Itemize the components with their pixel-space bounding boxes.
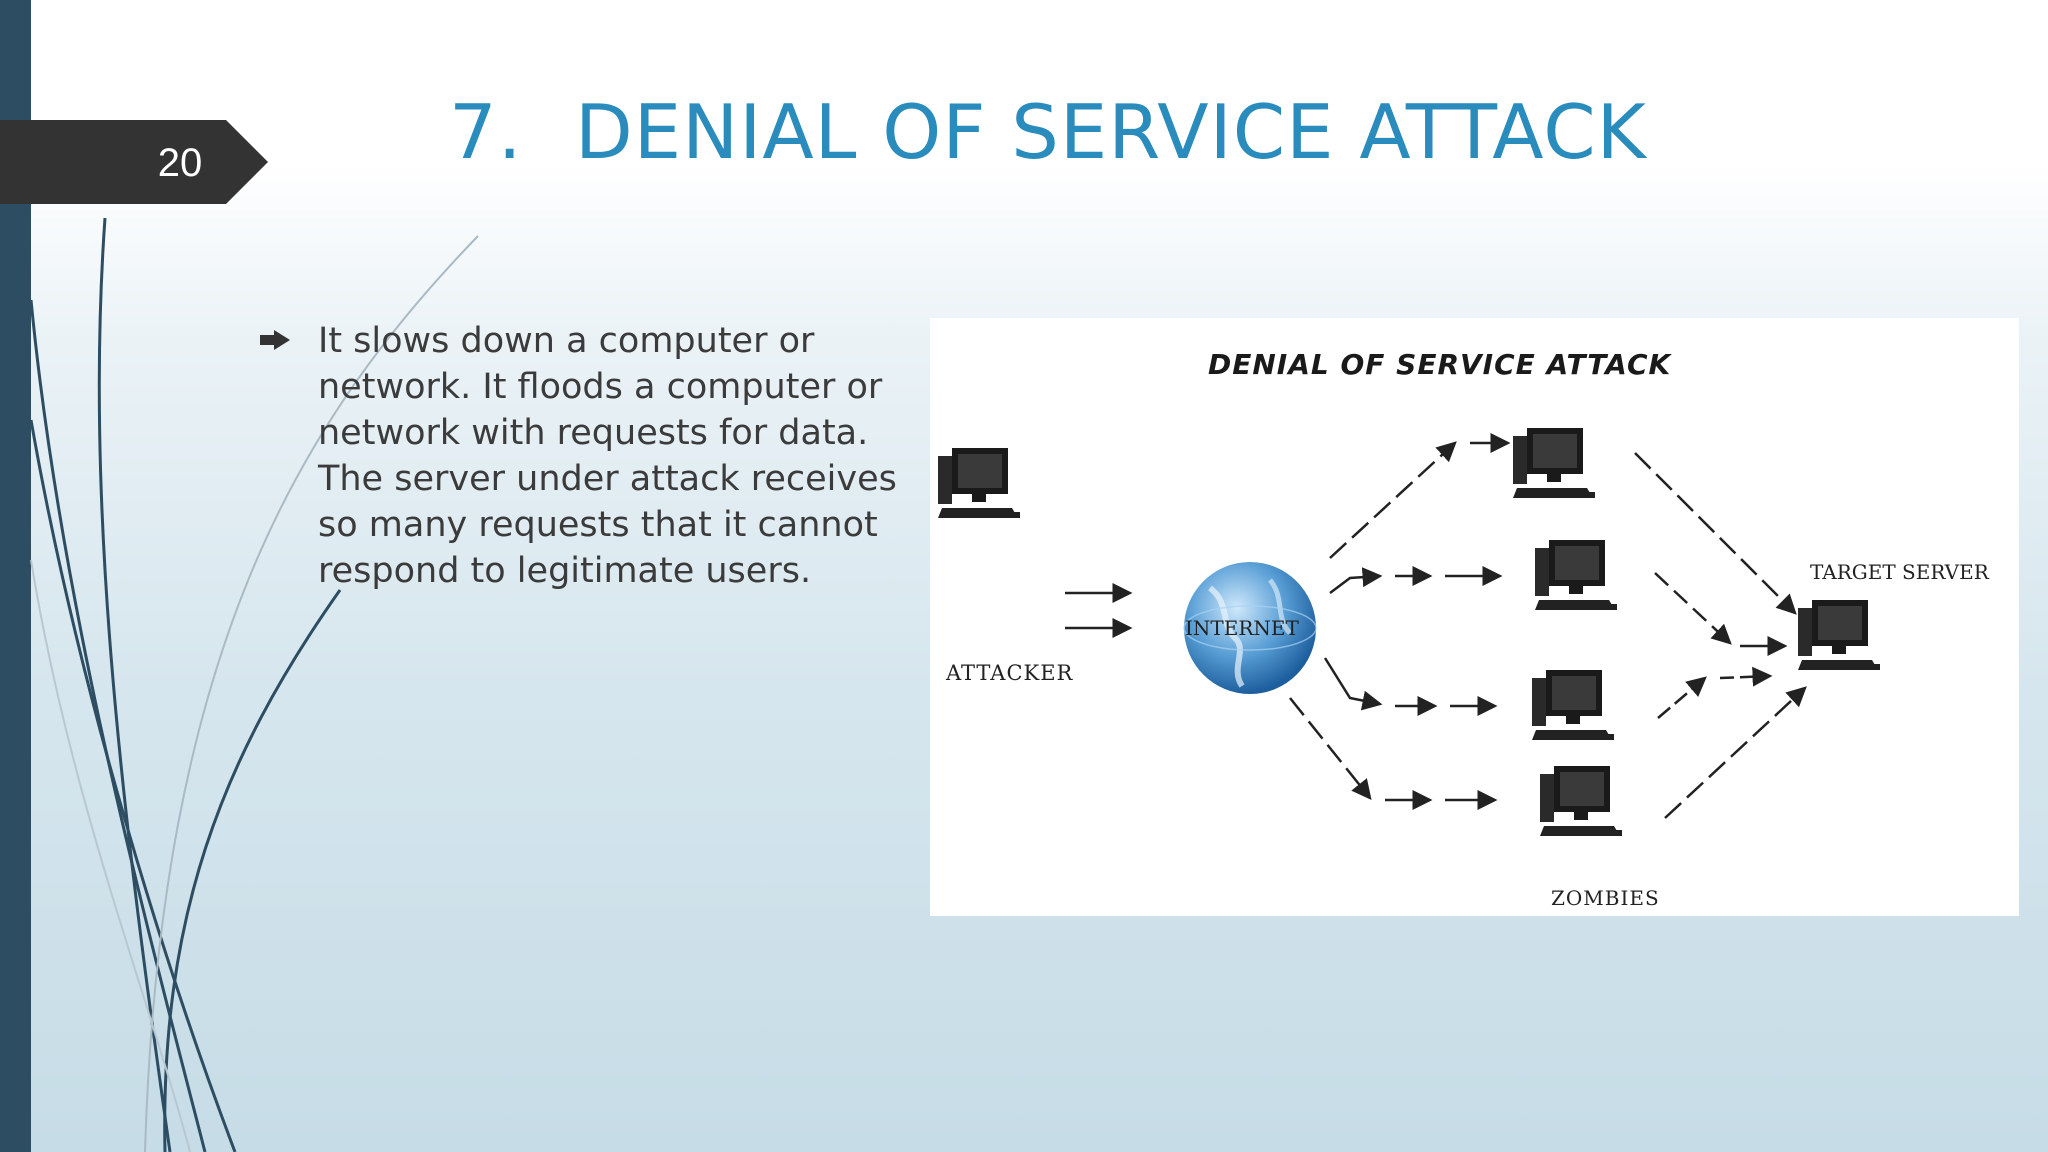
bullet-text: It slows down a computer or network. It … [318,321,897,591]
target-server-icon [1798,600,1880,670]
target-server-label: TARGET SERVER [1810,560,1989,584]
globe-icon [1183,562,1317,694]
arrow-icon [1065,433,1807,819]
internet-label: INTERNET [1185,616,1299,640]
zombie-computer-icon [1513,428,1595,498]
slide-number: 20 [157,141,203,185]
title-text: DENIAL OF SERVICE ATTACK [575,88,1647,176]
zombie-computer-icon [1535,540,1617,610]
attacker-computer-icon [938,448,1020,518]
zombie-computer-icon [1540,766,1622,836]
slide-number-tab [0,120,268,204]
figure-title: DENIAL OF SERVICE ATTACK [1208,348,1672,381]
bullet-arrow-icon [260,330,290,350]
dos-diagram-svg [938,428,1880,836]
attacker-label: ATTACKER [946,661,1074,685]
title-number: 7. [449,88,523,176]
slide-title: 7. DENIAL OF SERVICE ATTACK [449,88,1647,176]
zombies-label: ZOMBIES [1551,886,1660,910]
zombie-computer-icon [1532,670,1614,740]
dos-diagram: DENIAL OF SERVICE ATTACK ATTACKER INTERN… [930,318,2019,916]
